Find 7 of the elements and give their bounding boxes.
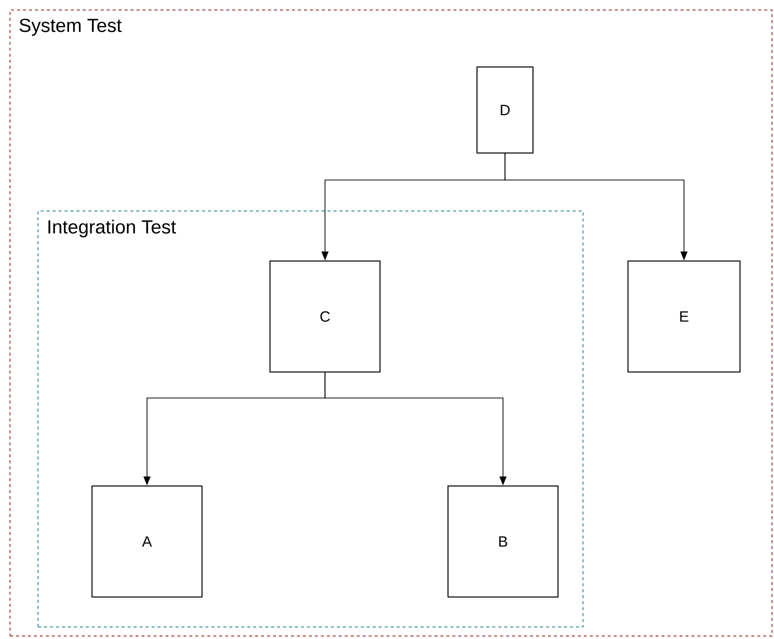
module-box: C bbox=[270, 260, 380, 372]
module-box: D bbox=[476, 66, 534, 154]
module-box: A bbox=[92, 486, 202, 598]
module-box: B bbox=[448, 486, 558, 598]
module-box: E bbox=[628, 260, 740, 372]
group-heading: Integration Test bbox=[48, 220, 176, 238]
group-heading: System Test bbox=[20, 18, 122, 36]
